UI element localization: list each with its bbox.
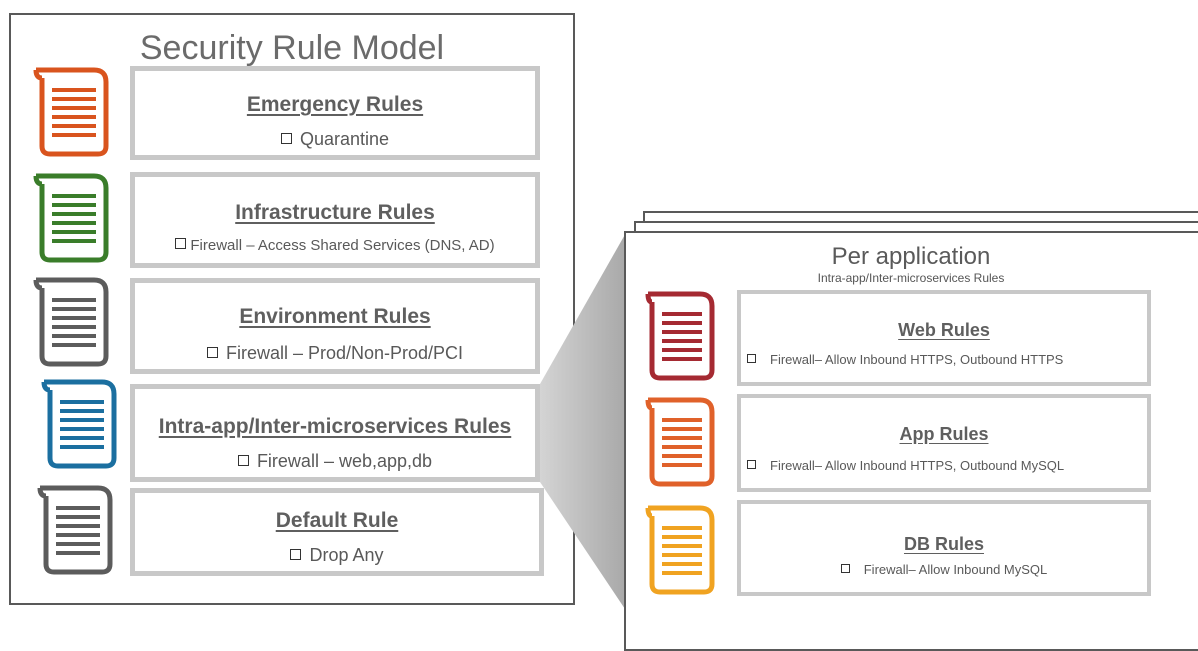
panel-title: Per application (831, 243, 991, 270)
db-scroll-icon (645, 505, 715, 595)
infrastructure-scroll-icon (33, 173, 109, 263)
rule-item: Drop Any (135, 545, 539, 566)
environment-rules-box: Environment Rules Firewall – Prod/Non-Pr… (130, 278, 540, 374)
intra-app-scroll-icon (41, 379, 117, 469)
model-title: Security Rule Model (139, 29, 445, 67)
checkbox-icon (206, 347, 218, 358)
rule-title: DB Rules (903, 534, 984, 554)
checkbox-icon (747, 354, 756, 363)
checkbox-icon (237, 455, 249, 466)
emergency-scroll-icon (33, 67, 109, 157)
rule-title: Infrastructure Rules (235, 201, 435, 224)
checkbox-icon (840, 564, 850, 573)
panel-subtitle: Intra-app/Inter-microservices Rules (817, 271, 1005, 285)
infrastructure-rules-box: Infrastructure Rules Firewall – Access S… (130, 172, 540, 268)
rule-item: Firewall– Allow Inbound HTTPS, Outbound … (747, 458, 1147, 473)
rule-item: Firewall– Allow Inbound MySQL (741, 562, 1147, 577)
rule-item: Firewall – Prod/Non-Prod/PCI (135, 343, 535, 364)
default-scroll-icon (37, 485, 113, 575)
checkbox-icon (747, 460, 756, 469)
zoom-connector (540, 231, 627, 612)
rule-title: Emergency Rules (246, 93, 424, 116)
rule-item: Firewall– Allow Inbound HTTPS, Outbound … (747, 352, 1147, 367)
checkbox-icon (175, 238, 187, 249)
rule-item: Firewall – web,app,db (135, 451, 535, 472)
default-rule-box: Default Rule Drop Any (130, 488, 544, 576)
checkbox-icon (280, 133, 292, 144)
rule-item: Firewall – Access Shared Services (DNS, … (135, 237, 535, 254)
rule-title: Environment Rules (239, 305, 431, 328)
rule-item: Quarantine (135, 129, 535, 150)
app-rules-box: App Rules Firewall– Allow Inbound HTTPS,… (737, 394, 1151, 492)
rule-title: Web Rules (898, 320, 990, 340)
checkbox-icon (290, 549, 302, 560)
app-scroll-icon (645, 397, 715, 487)
rule-title: Default Rule (275, 509, 399, 532)
web-scroll-icon (645, 291, 715, 381)
rule-title: Intra-app/Inter-microservices Rules (158, 415, 512, 438)
rule-title: App Rules (899, 424, 989, 444)
intra-app-rules-box: Intra-app/Inter-microservices Rules Fire… (130, 384, 540, 482)
db-rules-box: DB Rules Firewall– Allow Inbound MySQL (737, 500, 1151, 596)
environment-scroll-icon (33, 277, 109, 367)
emergency-rules-box: Emergency Rules Quarantine (130, 66, 540, 160)
web-rules-box: Web Rules Firewall– Allow Inbound HTTPS,… (737, 290, 1151, 386)
